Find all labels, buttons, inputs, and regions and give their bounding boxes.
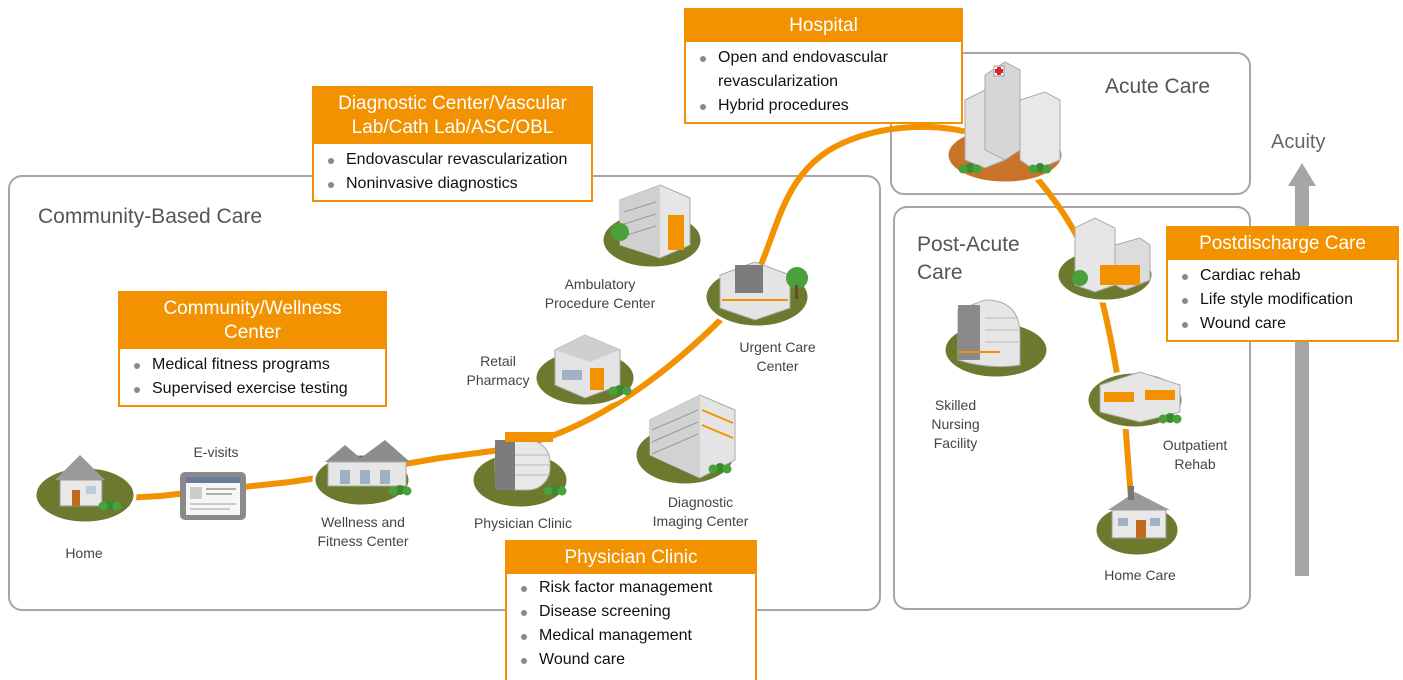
acute-care-title: Acute Care [1105, 75, 1211, 98]
outpatient-rehab-building-icon [1085, 370, 1185, 430]
list-item: Wound care [1178, 312, 1389, 336]
wellness-center-building-icon [312, 440, 412, 508]
skilled-nursing-building-icon [942, 299, 1050, 380]
ambulatory-center-building-icon [600, 184, 704, 270]
list-item: Life style modification [1178, 288, 1389, 312]
list-item: Wound care [517, 648, 747, 672]
list-item: Medical fitness programs [130, 353, 377, 377]
diagnostic-center-callout-title: Diagnostic Center/Vascular Lab/Cath Lab/… [314, 88, 591, 144]
list-item: Supervised exercise testing [130, 377, 377, 401]
diagnostic-center-callout: Diagnostic Center/Vascular Lab/Cath Lab/… [312, 86, 593, 202]
wellness-center-label: Wellness and Fitness Center [317, 514, 409, 549]
list-item: Noninvasive diagnostics [324, 172, 583, 196]
hospital-callout-list: Open and endovascular revascularization … [686, 42, 961, 122]
home-label: Home [65, 545, 103, 561]
imaging-center-label: Diagnostic Imaging Center [652, 494, 749, 529]
urgent-care-building-icon [703, 261, 811, 329]
list-item: Cardiac rehab [1178, 264, 1389, 288]
postdischarge-callout-title: Postdischarge Care [1168, 228, 1397, 260]
community-wellness-callout-list: Medical fitness programs Supervised exer… [120, 349, 385, 405]
retail-pharmacy-label: Retail Pharmacy [466, 353, 530, 388]
postdischarge-callout-list: Cardiac rehab Life style modification Wo… [1168, 260, 1397, 340]
urgent-care-label: Urgent Care Center [739, 339, 816, 374]
list-item: Hybrid procedures [696, 94, 953, 118]
list-item: Endovascular revascularization [324, 148, 583, 172]
imaging-center-building-icon [633, 394, 737, 487]
community-care-title: Community-Based Care [38, 205, 263, 228]
home-building-icon [33, 455, 137, 525]
home-care-label: Home Care [1104, 567, 1176, 583]
post-acute-care-region [893, 206, 1251, 610]
hospital-callout-title: Hospital [686, 10, 961, 42]
list-item: Disease screening [517, 600, 747, 624]
physician-clinic-callout: Physician Clinic Risk factor management … [505, 540, 757, 680]
home-care-building-icon [1093, 486, 1181, 558]
ambulatory-center-label: Ambulatory Procedure Center [544, 276, 656, 311]
postdischarge-building-icon [1055, 217, 1155, 303]
evisits-label: E-visits [193, 444, 239, 460]
hospital-callout: Hospital Open and endovascular revascula… [684, 8, 963, 124]
hospital-building-icon [945, 61, 1065, 185]
evisits-tablet-icon [180, 472, 246, 520]
physician-clinic-callout-title: Physician Clinic [507, 542, 755, 574]
physician-clinic-callout-list: Risk factor management Disease screening… [507, 574, 755, 676]
outpatient-rehab-label: Outpatient Rehab [1162, 437, 1228, 472]
list-item: Open and endovascular revascularization [696, 46, 953, 94]
community-wellness-callout-title: Community/Wellness Center [120, 293, 385, 349]
retail-pharmacy-building-icon [533, 334, 637, 408]
acuity-arrow [1288, 163, 1316, 576]
acuity-label: Acuity [1271, 131, 1326, 153]
skilled-nursing-label: Skilled Nursing Facility [931, 397, 980, 451]
list-item: Risk factor management [517, 576, 747, 600]
list-item: Medical management [517, 624, 747, 648]
community-wellness-callout: Community/Wellness Center Medical fitnes… [118, 291, 387, 407]
postdischarge-callout: Postdischarge Care Cardiac rehab Life st… [1166, 226, 1399, 342]
physician-clinic-building-icon [470, 432, 570, 510]
diagnostic-center-callout-list: Endovascular revascularization Noninvasi… [314, 144, 591, 200]
physician-clinic-label: Physician Clinic [473, 515, 573, 531]
post-acute-care-title: Post-Acute Care [917, 233, 1020, 284]
